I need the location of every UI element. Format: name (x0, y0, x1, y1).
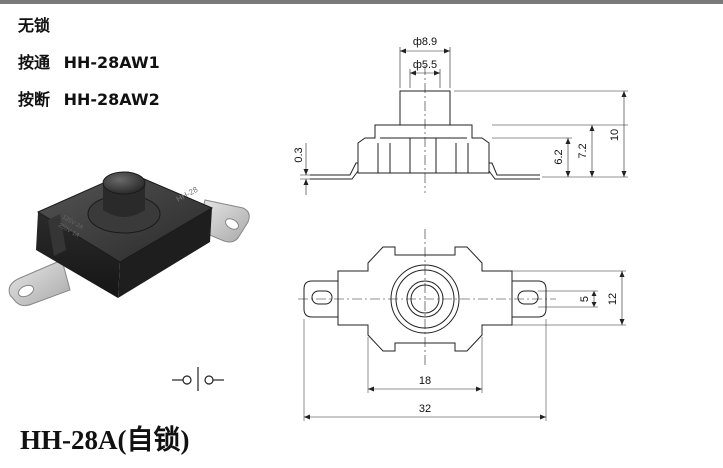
switch-body-side (118, 208, 212, 298)
spec-row-normally-open: 按通 HH-28AW1 (18, 52, 160, 74)
left-metal-tab (8, 259, 71, 307)
dim-inner-diameter: ф5.5 (413, 59, 437, 71)
top-border-bar (0, 0, 723, 4)
spec-row-normally-closed: 按断 HH-28AW2 (18, 89, 160, 111)
dim-body-width: 12 (607, 293, 619, 305)
dim-shoulder-height: 7.2 (577, 143, 589, 158)
side-view (310, 90, 540, 180)
dim-slot-width: 5 (579, 296, 591, 302)
dim-body-length: 18 (419, 375, 431, 387)
spec-row-code: HH-28AW1 (63, 53, 160, 72)
lock-type-label: 无锁 (18, 16, 51, 35)
dim-plate-thickness: 0.3 (293, 147, 305, 162)
dim-total-length: 32 (419, 403, 431, 415)
dim-outer-diameter: ф8.9 (413, 36, 437, 48)
push-button (102, 171, 146, 195)
technical-drawing: ф8.9 ф5.5 0.3 6.2 7.2 10 5 12 18 32 (293, 36, 628, 421)
switch-symbol-icon (172, 367, 224, 391)
model-title: HH-28A(自锁) (20, 425, 190, 455)
spec-row-label: 按断 (18, 90, 51, 109)
product-photo: HH-28 125V 2A 250V 1A (8, 171, 250, 307)
dim-total-height: 10 (609, 129, 621, 141)
spec-row-code: HH-28AW2 (63, 90, 160, 109)
spec-row-label: 按通 (18, 53, 51, 72)
dim-body-height: 6.2 (553, 149, 565, 164)
